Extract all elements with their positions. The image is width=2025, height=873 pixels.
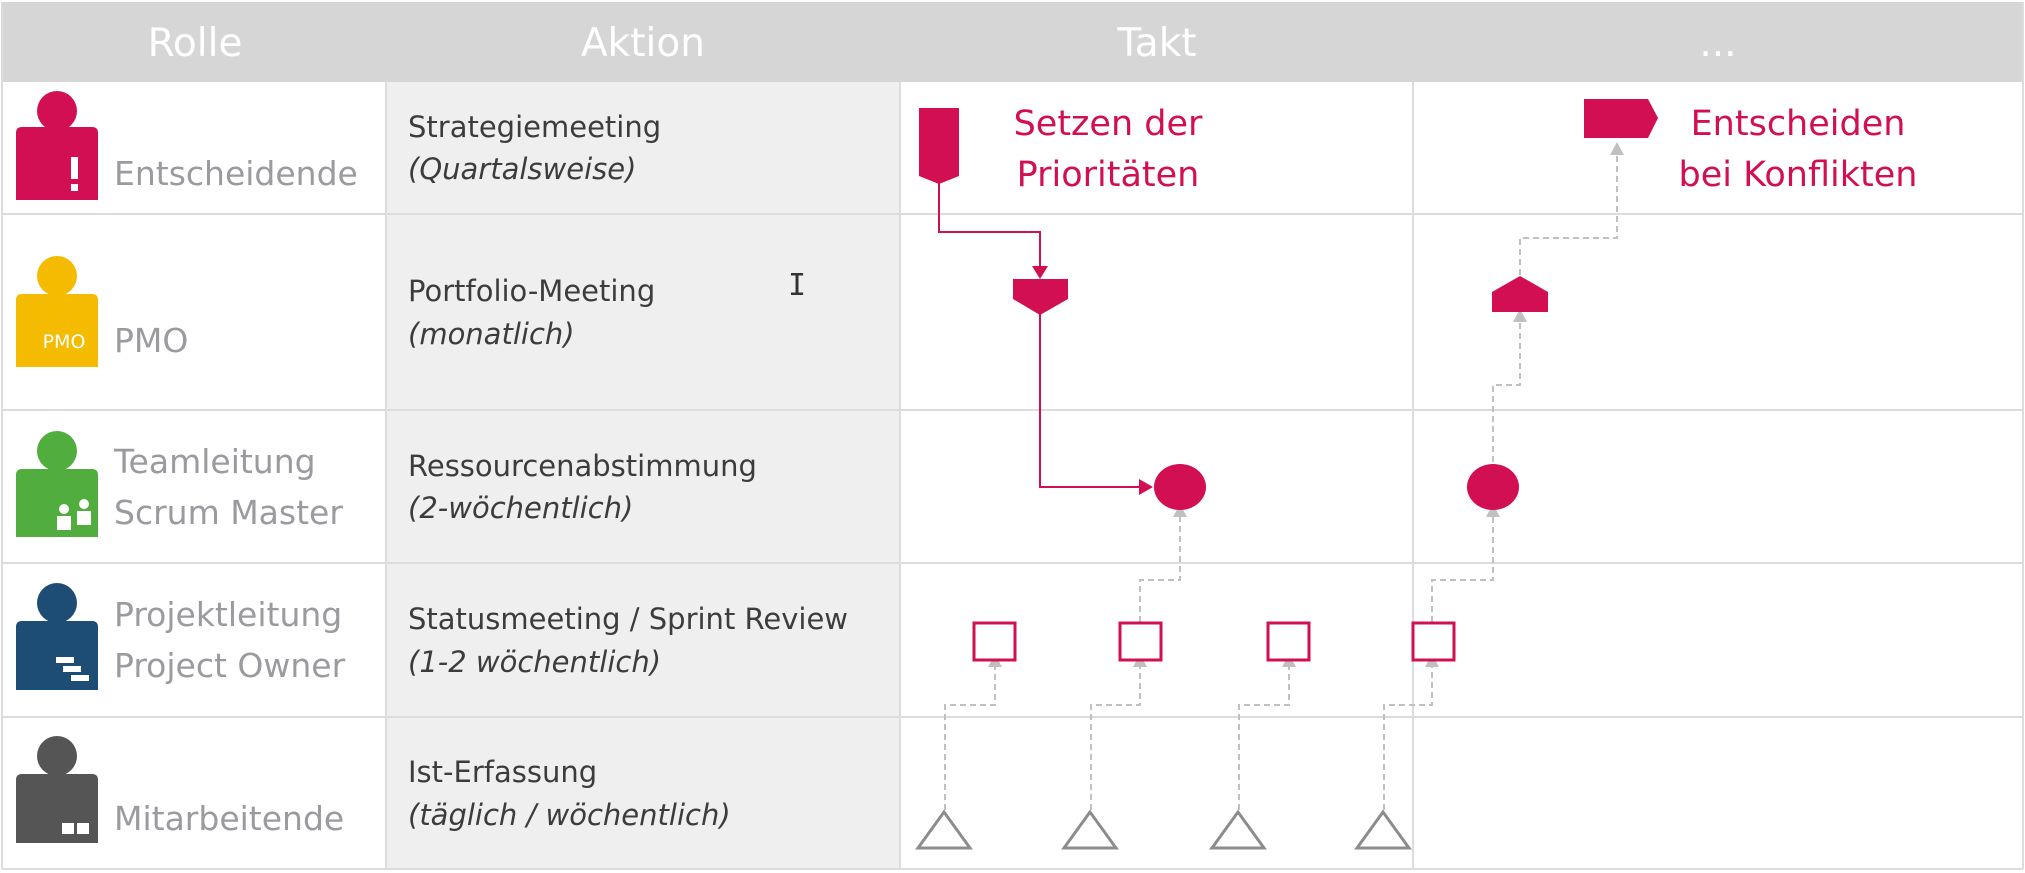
person-icon-blocks xyxy=(16,736,98,843)
header-aktion: Aktion xyxy=(581,21,705,66)
priority-flow xyxy=(938,180,1140,488)
action-ist-erfassung: Ist-Erfassung xyxy=(408,755,597,789)
role-entscheidende: Entscheidende xyxy=(114,154,358,193)
action-portfolio-meeting: Portfolio-Meeting xyxy=(408,274,655,308)
frequency-monatlich: (monatlich) xyxy=(408,317,575,351)
dashed-reporting-lines xyxy=(944,145,1618,810)
header-takt: Takt xyxy=(1116,21,1196,66)
dashed-arrowheads xyxy=(988,142,1624,667)
action-strategiemeeting: Strategiemeeting xyxy=(408,110,661,144)
text-cursor-icon: I xyxy=(788,268,806,303)
header-more: ... xyxy=(1699,21,1736,66)
frequency-quartalsweise: (Quartalsweise) xyxy=(408,152,636,186)
person-icon-exclamation xyxy=(16,91,98,200)
frequency-2-woechentlich: (2-wöchentlich) xyxy=(408,491,633,525)
priority-flow-arrowheads xyxy=(1032,266,1153,495)
pmo-badge: PMO xyxy=(43,331,86,353)
header-bar xyxy=(2,2,2023,82)
time-entry-triangles xyxy=(915,809,1412,850)
portfolio-shape-down xyxy=(1013,279,1068,315)
person-icon-gantt xyxy=(16,583,98,690)
action-statusmeeting: Statusmeeting / Sprint Review xyxy=(408,602,848,636)
portfolio-shape-up xyxy=(1492,276,1548,312)
role-pmo: PMO xyxy=(114,321,188,360)
action-ressourcenabstimmung: Ressourcenabstimmung xyxy=(408,449,757,483)
person-icon-pmo: PMO xyxy=(16,256,98,367)
status-meeting-squares xyxy=(972,621,1456,662)
strategy-flag-shape xyxy=(919,108,959,184)
person-icon-team xyxy=(16,431,98,537)
conflict-decision-shape xyxy=(1584,99,1658,138)
frequency-taeglich-woechentlich: (täglich / wöchentlich) xyxy=(408,798,731,832)
header-rolle: Rolle xyxy=(148,21,243,66)
role-mitarbeitende: Mitarbeitende xyxy=(114,799,344,838)
frequency-1-2-woechentlich: (1-2 wöchentlich) xyxy=(408,645,661,679)
resource-meeting-ellipses xyxy=(1154,464,1519,510)
